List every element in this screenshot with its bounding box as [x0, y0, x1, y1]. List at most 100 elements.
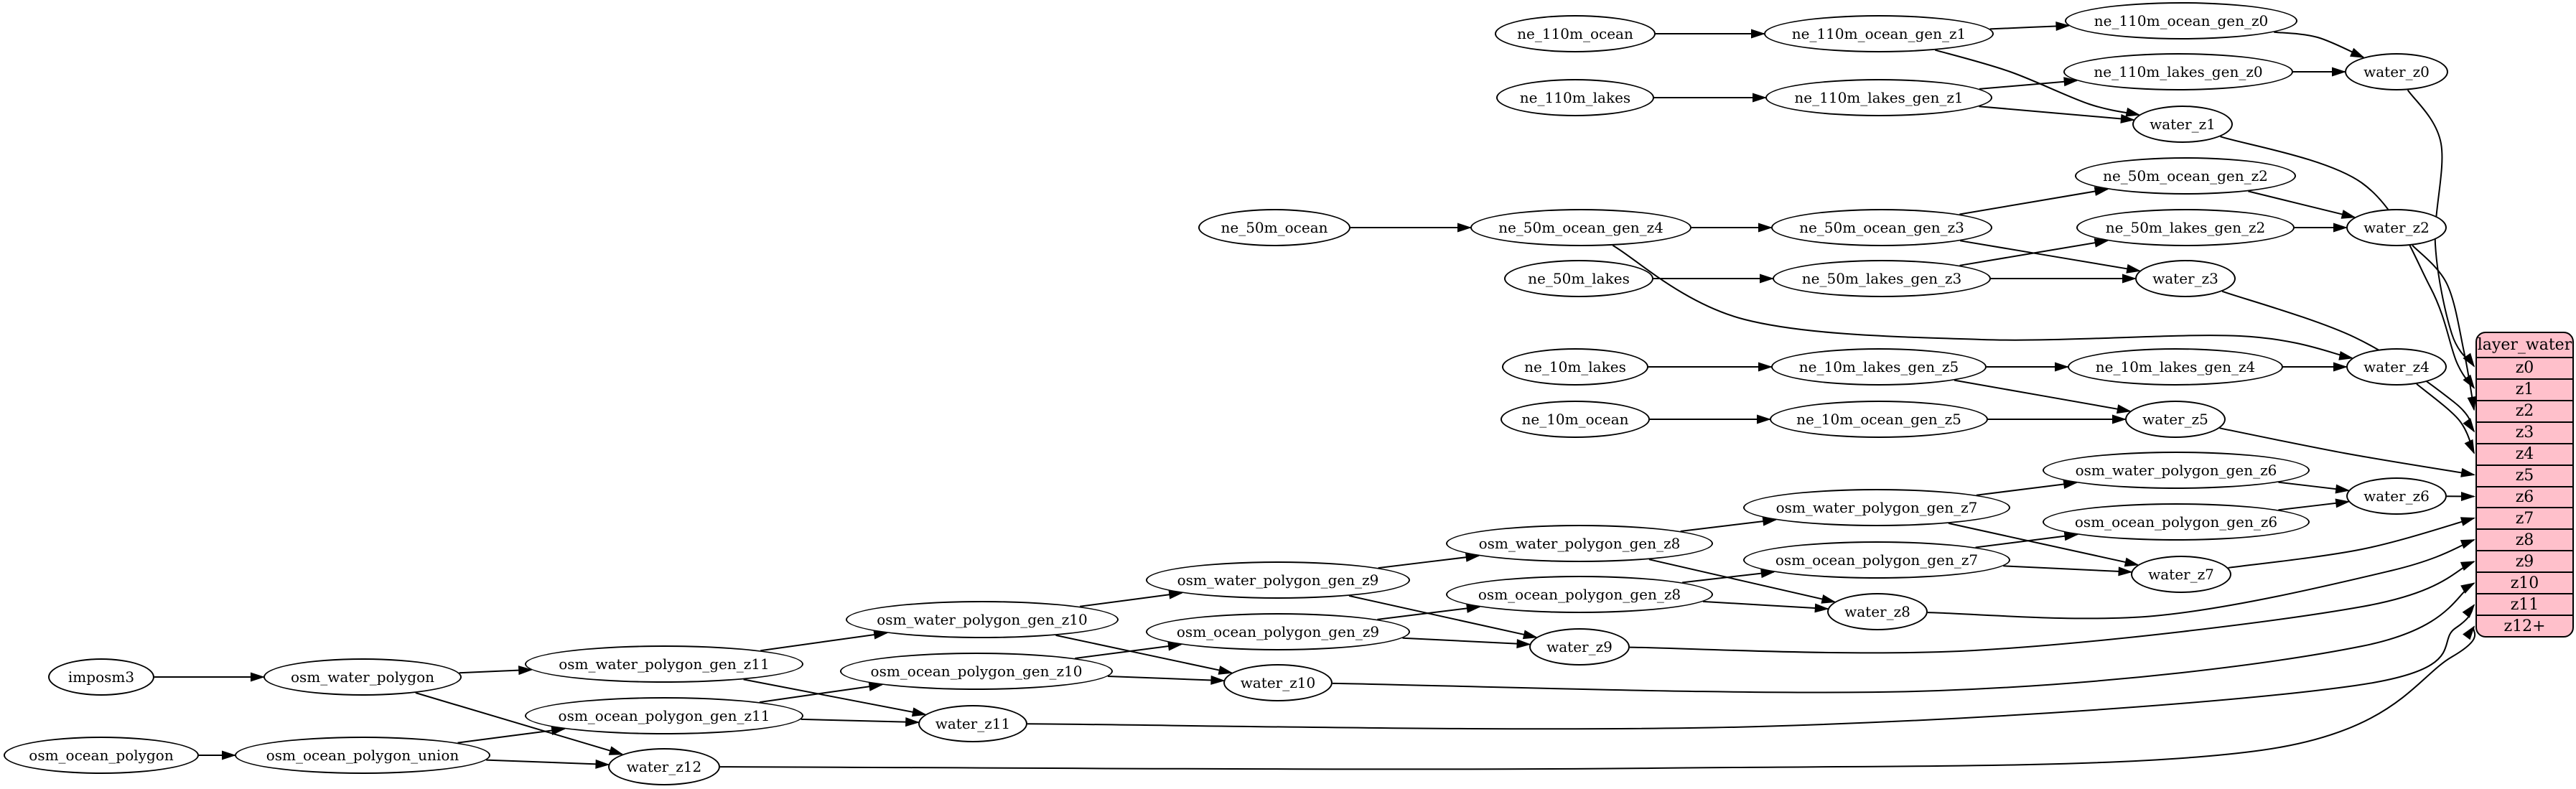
- node-label: water_z0: [2363, 63, 2430, 80]
- node-label: water_z5: [2142, 411, 2208, 428]
- edge-water_z11-to-table-z11: [1027, 604, 2475, 730]
- node-label: osm_water_polygon_gen_z10: [877, 611, 1088, 628]
- node-osm_ocean_polygon_gen_z7: osm_ocean_polygon_gen_z7: [1743, 541, 2010, 579]
- table-row-z5: z5: [2477, 464, 2572, 486]
- edge-ne_110m_ocean_gen_z0-to-water_z0: [2274, 31, 2365, 58]
- node-ne_10m_lakes: ne_10m_lakes: [1502, 348, 1648, 386]
- node-imposm3: imposm3: [48, 658, 154, 696]
- edge-osm_water_polygon_gen_z8-to-water_z8: [1648, 559, 1837, 604]
- node-label: water_z3: [2152, 270, 2218, 287]
- node-label: osm_ocean_polygon_gen_z10: [870, 663, 1083, 680]
- table-row-z6: z6: [2477, 485, 2572, 508]
- node-osm_ocean_polygon_gen_z11: osm_ocean_polygon_gen_z11: [525, 697, 803, 734]
- node-osm_ocean_polygon_gen_z9: osm_ocean_polygon_gen_z9: [1146, 613, 1410, 650]
- edge-water_z9-to-table-z9: [1629, 561, 2475, 654]
- edge-water_z2-to-table-z2: [2412, 245, 2477, 411]
- node-osm_water_polygon_gen_z6: osm_water_polygon_gen_z6: [2043, 452, 2310, 489]
- node-ne_50m_ocean_gen_z4: ne_50m_ocean_gen_z4: [1470, 209, 1691, 246]
- node-ne_50m_ocean: ne_50m_ocean: [1198, 209, 1350, 246]
- edge-osm_ocean_polygon_gen_z7-to-water_z7: [2003, 565, 2133, 576]
- node-label: osm_water_polygon_gen_z11: [559, 655, 770, 673]
- node-ne_10m_ocean_gen_z5: ne_10m_ocean_gen_z5: [1770, 401, 1988, 438]
- edge-osm_water_polygon_gen_z7-to-water_z7: [1948, 522, 2139, 567]
- node-label: ne_50m_ocean_gen_z4: [1498, 219, 1663, 236]
- node-label: imposm3: [67, 668, 135, 686]
- node-water_z5: water_z5: [2125, 401, 2226, 438]
- node-water_z6: water_z6: [2346, 477, 2447, 515]
- node-label: osm_water_polygon_gen_z8: [1478, 535, 1681, 552]
- node-label: ne_50m_ocean: [1221, 219, 1328, 236]
- node-label: water_z1: [2150, 116, 2216, 133]
- node-osm_ocean_polygon_gen_z10: osm_ocean_polygon_gen_z10: [840, 653, 1113, 690]
- node-osm_ocean_polygon_gen_z8: osm_ocean_polygon_gen_z8: [1446, 576, 1713, 613]
- node-label: ne_50m_lakes_gen_z2: [2105, 219, 2266, 236]
- edge-osm_water_polygon_gen_z10-to-osm_water_polygon_gen_z9: [1079, 589, 1184, 607]
- edge-ne_50m_lakes_gen_z3-to-ne_50m_lakes_gen_z2: [1959, 238, 2109, 266]
- node-ne_110m_lakes_gen_z1: ne_110m_lakes_gen_z1: [1765, 79, 1992, 116]
- node-water_z10: water_z10: [1223, 664, 1333, 701]
- node-ne_110m_ocean_gen_z1: ne_110m_ocean_gen_z1: [1764, 15, 1994, 52]
- edge-osm_water_polygon-to-osm_water_polygon_gen_z11: [459, 666, 533, 676]
- node-ne_50m_ocean_gen_z2: ne_50m_ocean_gen_z2: [2075, 157, 2296, 195]
- node-label: osm_water_polygon: [290, 668, 434, 686]
- node-label: water_z6: [2363, 487, 2430, 505]
- edge-water_z7-to-table-z7: [2228, 517, 2475, 569]
- node-label: ne_50m_ocean_gen_z3: [1799, 219, 1964, 236]
- edge-ne_110m_ocean_gen_z1-to-ne_110m_ocean_gen_z0: [1989, 21, 2071, 31]
- node-osm_ocean_polygon: osm_ocean_polygon: [4, 737, 199, 774]
- node-ne_50m_ocean_gen_z3: ne_50m_ocean_gen_z3: [1771, 209, 1992, 246]
- node-label: ne_10m_lakes_gen_z4: [2095, 358, 2256, 375]
- edge-water_z5-to-table-z5: [2219, 427, 2475, 477]
- node-label: water_z12: [626, 758, 702, 775]
- edge-osm_ocean_polygon_gen_z8-to-osm_ocean_polygon_gen_z7: [1682, 569, 1775, 584]
- node-label: ne_10m_ocean_gen_z5: [1796, 411, 1961, 428]
- node-ne_110m_lakes_gen_z0: ne_110m_lakes_gen_z0: [2063, 53, 2293, 90]
- node-label: osm_water_polygon_gen_z7: [1775, 499, 1978, 516]
- node-water_z2: water_z2: [2346, 209, 2447, 246]
- node-osm_water_polygon_gen_z7: osm_water_polygon_gen_z7: [1743, 489, 2010, 526]
- node-water_z4: water_z4: [2346, 348, 2447, 386]
- node-osm_ocean_polygon_gen_z6: osm_ocean_polygon_gen_z6: [2043, 503, 2310, 541]
- edge-osm_ocean_polygon_gen_z6-to-water_z6: [2278, 498, 2351, 511]
- node-label: ne_110m_ocean_gen_z1: [1791, 25, 1966, 42]
- node-label: water_z9: [1546, 638, 1613, 655]
- edge-ne_50m_ocean_gen_z3-to-ne_50m_ocean_gen_z2: [1959, 187, 2109, 215]
- node-label: ne_50m_lakes: [1528, 270, 1630, 287]
- edge-osm_water_polygon_gen_z9-to-osm_water_polygon_gen_z8: [1378, 552, 1480, 569]
- edge-osm_water_polygon_gen_z11-to-water_z11: [743, 678, 927, 717]
- table-row-z9: z9: [2477, 550, 2572, 571]
- edge-ne_110m_lakes_gen_z1-to-water_z1: [1979, 106, 2135, 123]
- edge-osm_water_polygon_gen_z9-to-water_z9: [1348, 594, 1538, 640]
- edge-water_z8-to-table-z8: [1927, 539, 2475, 620]
- node-ne_110m_ocean: ne_110m_ocean: [1495, 15, 1656, 52]
- table-row-z8: z8: [2477, 528, 2572, 550]
- node-ne_10m_ocean: ne_10m_ocean: [1501, 401, 1650, 438]
- node-ne_110m_ocean_gen_z0: ne_110m_ocean_gen_z0: [2065, 2, 2297, 39]
- node-osm_water_polygon_gen_z8: osm_water_polygon_gen_z8: [1446, 525, 1713, 562]
- node-water_z7: water_z7: [2131, 556, 2231, 593]
- node-osm_water_polygon: osm_water_polygon: [263, 658, 462, 696]
- edge-osm_ocean_polygon_union-to-water_z12: [486, 759, 610, 769]
- node-label: osm_ocean_polygon_gen_z9: [1176, 623, 1380, 640]
- node-label: ne_110m_lakes_gen_z1: [1794, 89, 1964, 106]
- edge-osm_water_polygon_gen_z10-to-water_z10: [1055, 634, 1233, 675]
- table-row-z1: z1: [2477, 378, 2572, 400]
- edge-osm_ocean_polygon_gen_z11-to-osm_ocean_polygon_gen_z10: [759, 681, 884, 704]
- table-header: layer_water: [2477, 336, 2572, 354]
- table-row-z4: z4: [2477, 442, 2572, 464]
- table-row-z2: z2: [2477, 399, 2572, 421]
- node-label: osm_ocean_polygon_gen_z6: [2074, 513, 2278, 531]
- node-water_z9: water_z9: [1529, 628, 1630, 666]
- node-ne_110m_lakes: ne_110m_lakes: [1496, 79, 1654, 116]
- edge-ne_50m_ocean_gen_z2-to-water_z2: [2248, 190, 2356, 219]
- edge-osm_ocean_polygon_gen_z9-to-water_z9: [1402, 637, 1531, 649]
- node-label: water_z11: [935, 715, 1011, 732]
- edge-osm_ocean_polygon_gen_z9-to-osm_ocean_polygon_gen_z8: [1377, 604, 1481, 620]
- edge-osm_ocean_polygon_gen_z10-to-water_z10: [1107, 675, 1226, 685]
- edge-osm_water_polygon_gen_z7-to-osm_water_polygon_gen_z6: [1976, 480, 2078, 496]
- node-label: ne_110m_lakes: [1519, 89, 1631, 106]
- edge-osm_ocean_polygon_gen_z11-to-water_z11: [801, 717, 920, 727]
- node-label: osm_ocean_polygon_gen_z7: [1775, 551, 1979, 569]
